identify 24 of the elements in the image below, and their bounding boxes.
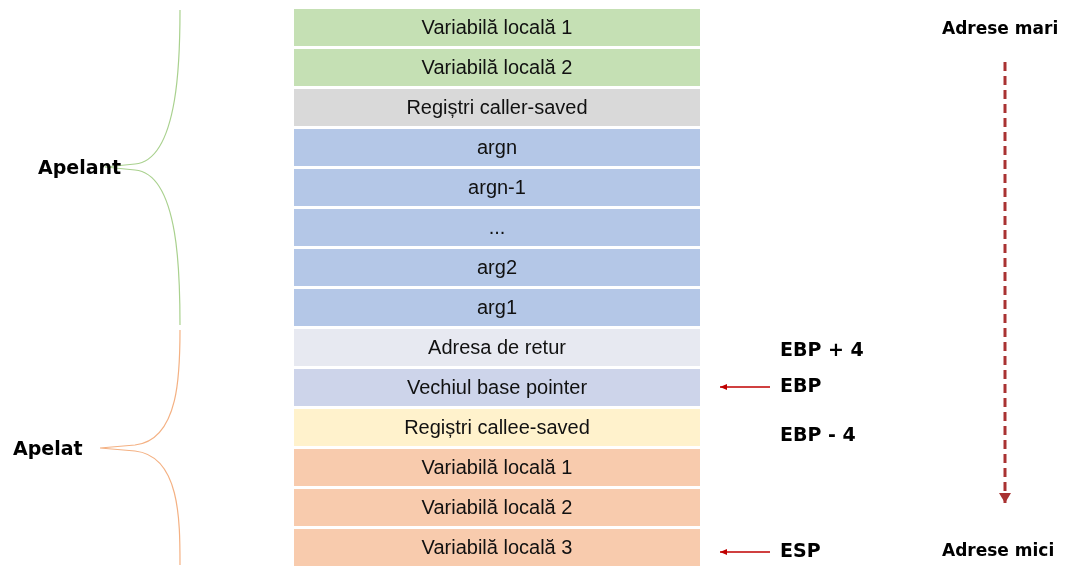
stack-slot: argn: [294, 129, 700, 166]
stack-slot: Regiștri callee-saved: [294, 409, 700, 446]
stack-slot: argn-1: [294, 169, 700, 206]
stack-slot: ...: [294, 209, 700, 246]
stack-slot: Vechiul base pointer: [294, 369, 700, 406]
note-label: Apelat: [13, 439, 83, 458]
register-label: ESP: [780, 541, 821, 560]
stack-slot: arg2: [294, 249, 700, 286]
note-label: Adrese mici: [942, 542, 1055, 559]
note-label: EBP - 4: [780, 425, 856, 444]
stack-slot: Variabilă locală 2: [294, 489, 700, 526]
note-label: EBP + 4: [780, 340, 864, 359]
stack-slot: Variabilă locală 1: [294, 9, 700, 46]
stack-slot: arg1: [294, 289, 700, 326]
stack-slot: Regiștri caller-saved: [294, 89, 700, 126]
stack-slot: Adresa de retur: [294, 329, 700, 366]
note-label: Adrese mari: [942, 20, 1059, 37]
stack-slot: Variabilă locală 3: [294, 529, 700, 566]
note-label: Apelant: [38, 158, 122, 177]
stack-slot: Variabilă locală 2: [294, 49, 700, 86]
arrow: [719, 384, 771, 390]
stack-slot: Variabilă locală 1: [294, 449, 700, 486]
arrow: [719, 549, 771, 555]
register-label: EBP: [780, 376, 822, 395]
